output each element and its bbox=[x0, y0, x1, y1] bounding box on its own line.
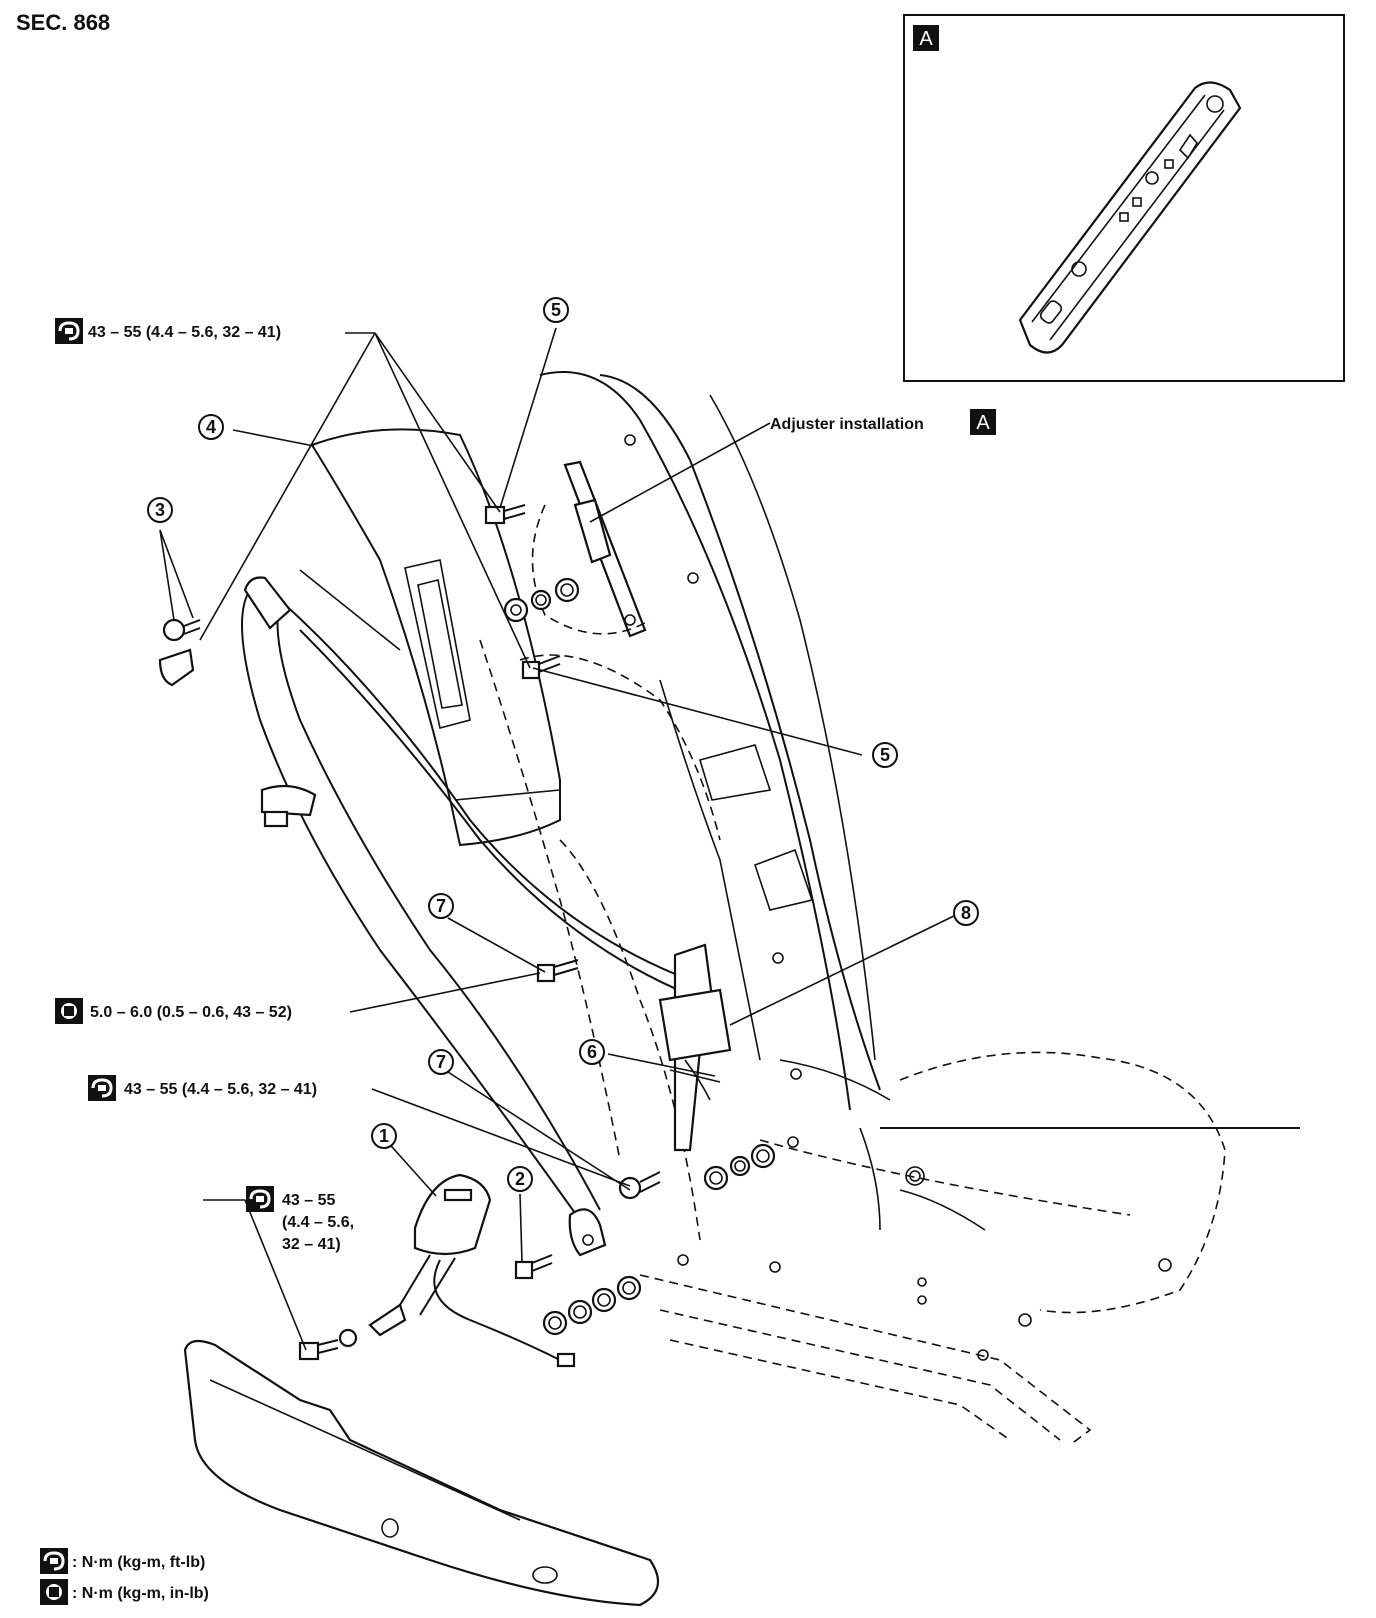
legend-wrench-icon bbox=[38, 1546, 70, 1576]
bolt-upper-5 bbox=[484, 504, 526, 525]
torque-wrench-icon bbox=[86, 1073, 118, 1103]
washer-set-lower bbox=[542, 1254, 689, 1336]
legend-item-inlb: : N·m (kg-m, in-lb) bbox=[72, 1585, 209, 1602]
legend-item-ftlb: : N·m (kg-m, ft-lb) bbox=[72, 1554, 205, 1571]
callout-1: 1 bbox=[371, 1123, 397, 1149]
callout-2: 2 bbox=[507, 1166, 533, 1192]
callout-3: 3 bbox=[147, 497, 173, 523]
adjuster-installation-callout: Adjuster installation A bbox=[770, 409, 996, 435]
torque-spec-4: 43 – 55 (4.4 – 5.6, 32 – 41) bbox=[244, 1184, 354, 1253]
part-number: 8 bbox=[961, 903, 971, 923]
torque-spec-text: (4.4 – 5.6, bbox=[282, 1214, 354, 1231]
washer-set-upper bbox=[503, 577, 580, 623]
callout-8: 8 bbox=[953, 900, 979, 926]
seat-belt-webbing bbox=[241, 569, 691, 1221]
torque-spec-2: 5.0 – 6.0 (0.5 – 0.6, 43 – 52) bbox=[55, 998, 292, 1024]
bolt-3 bbox=[158, 618, 201, 687]
callout-5-upper: 5 bbox=[543, 297, 569, 323]
part-number: 5 bbox=[880, 745, 890, 765]
part-number: 5 bbox=[551, 300, 561, 320]
callout-7-upper: 7 bbox=[428, 893, 454, 919]
adjuster-tag: A bbox=[976, 412, 990, 434]
torque-spec-text: 43 – 55 (4.4 – 5.6, 32 – 41) bbox=[88, 324, 281, 341]
bolt-7-lower bbox=[618, 1171, 661, 1200]
seat-outline-dashed bbox=[479, 639, 1226, 1446]
bolt-lower-5 bbox=[521, 655, 561, 680]
torque-spec-text: 43 – 55 (4.4 – 5.6, 32 – 41) bbox=[124, 1081, 317, 1098]
part-number: 4 bbox=[206, 417, 216, 437]
adjuster-installation-label: Adjuster installation bbox=[770, 416, 924, 433]
part-number: 3 bbox=[155, 500, 165, 520]
inset-tag: A bbox=[919, 28, 933, 50]
retractor-assembly bbox=[658, 943, 802, 1152]
callout-5-lower: 5 bbox=[872, 742, 898, 768]
fasteners bbox=[158, 504, 799, 1336]
body-pillar bbox=[539, 371, 1300, 1231]
belt-anchor-lower bbox=[568, 1208, 607, 1257]
callout-6: 6 bbox=[579, 1039, 605, 1065]
callout-4: 4 bbox=[198, 414, 224, 440]
washer-set-middle bbox=[703, 1136, 799, 1191]
part-number: 7 bbox=[436, 896, 446, 916]
legend: : N·m (kg-m, ft-lb) : N·m (kg-m, in-lb) bbox=[38, 1546, 209, 1605]
seat-side-cover bbox=[183, 1339, 660, 1607]
torque-wrench-icon bbox=[244, 1184, 276, 1214]
adjuster-rail-icon bbox=[1018, 81, 1242, 354]
leader-lines bbox=[159, 327, 961, 1351]
torque-wrench-icon-inlb bbox=[55, 998, 83, 1024]
torque-spec-text: 43 – 55 bbox=[282, 1192, 335, 1209]
torque-spec-3: 43 – 55 (4.4 – 5.6, 32 – 41) bbox=[86, 1073, 317, 1103]
adjuster-inset-panel: A bbox=[903, 14, 1345, 382]
part-number: 1 bbox=[379, 1126, 389, 1146]
part-number: 6 bbox=[587, 1042, 597, 1062]
part-number: 2 bbox=[515, 1169, 525, 1189]
height-adjuster-mounted bbox=[531, 434, 699, 638]
torque-spec-text: 32 – 41) bbox=[282, 1236, 341, 1253]
section-label: SEC. 868 bbox=[16, 10, 110, 35]
seat-belt-buckle bbox=[298, 1173, 576, 1368]
bolt-7-upper bbox=[536, 959, 579, 983]
pillar-trim-panel bbox=[310, 428, 561, 847]
callout-7-lower: 7 bbox=[428, 1049, 454, 1075]
legend-wrench-icon-inlb bbox=[40, 1579, 68, 1605]
torque-wrench-icon bbox=[53, 316, 85, 346]
part-number: 7 bbox=[436, 1052, 446, 1072]
torque-spec-text: 5.0 – 6.0 (0.5 – 0.6, 43 – 52) bbox=[90, 1004, 292, 1021]
bolt-2 bbox=[514, 1254, 553, 1280]
torque-spec-1: 43 – 55 (4.4 – 5.6, 32 – 41) bbox=[53, 316, 281, 346]
